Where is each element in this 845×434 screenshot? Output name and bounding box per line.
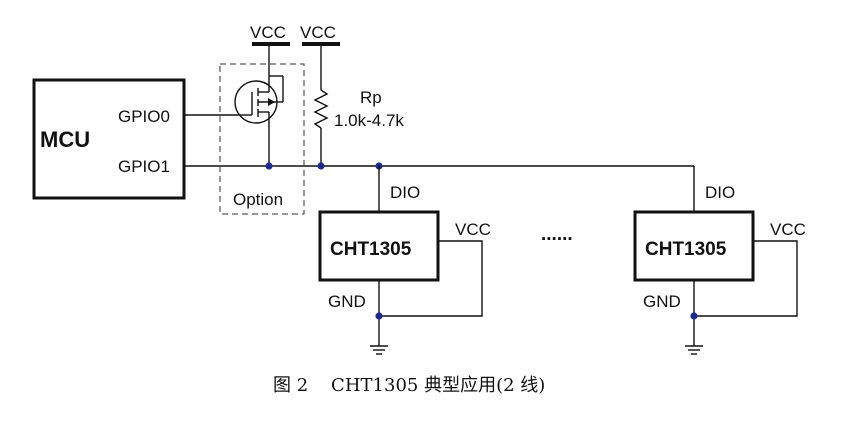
vcc-resistor-label: VCC [300,23,336,42]
chip1-gnd-junction [375,312,383,320]
chip1-dio-label: DIO [390,183,420,202]
figure-caption: 图 2 CHT1305 典型应用(2 线) [273,375,545,396]
chip2-gnd-label: GND [643,292,681,311]
chip2-vcc-label: VCC [770,220,806,239]
chip1-gnd-label: GND [328,292,366,311]
rp-name: Rp [360,88,382,107]
junction-mosfet [265,162,273,170]
chip2-ground-symbol [685,345,703,355]
vcc-mosfet-label: VCC [250,23,286,42]
junction-resistor [317,162,325,170]
chip2-block [633,210,755,282]
chip1-ground-symbol [370,345,388,355]
chip2-title: CHT1305 [645,239,727,260]
chip1-block [318,210,440,282]
mcu-title: MCU [40,127,90,152]
chip1-vcc-wire [379,240,483,317]
rp-value: 1.0k-4.7k [334,111,404,130]
option-label: Option [233,190,283,209]
gpio0-label: GPIO0 [118,107,170,126]
option-box [219,63,305,215]
resistor-rp [313,44,329,166]
chip2-vcc-wire [694,240,798,317]
chip2-gnd-junction [690,312,698,320]
gpio1-label: GPIO1 [118,157,170,176]
chip1-title: CHT1305 [330,239,412,260]
chip2-dio-label: DIO [705,183,735,202]
ellipsis: ...... [541,224,573,245]
mosfet-symbol [234,44,284,166]
chip1-vcc-label: VCC [455,220,491,239]
mcu-block [32,78,186,200]
